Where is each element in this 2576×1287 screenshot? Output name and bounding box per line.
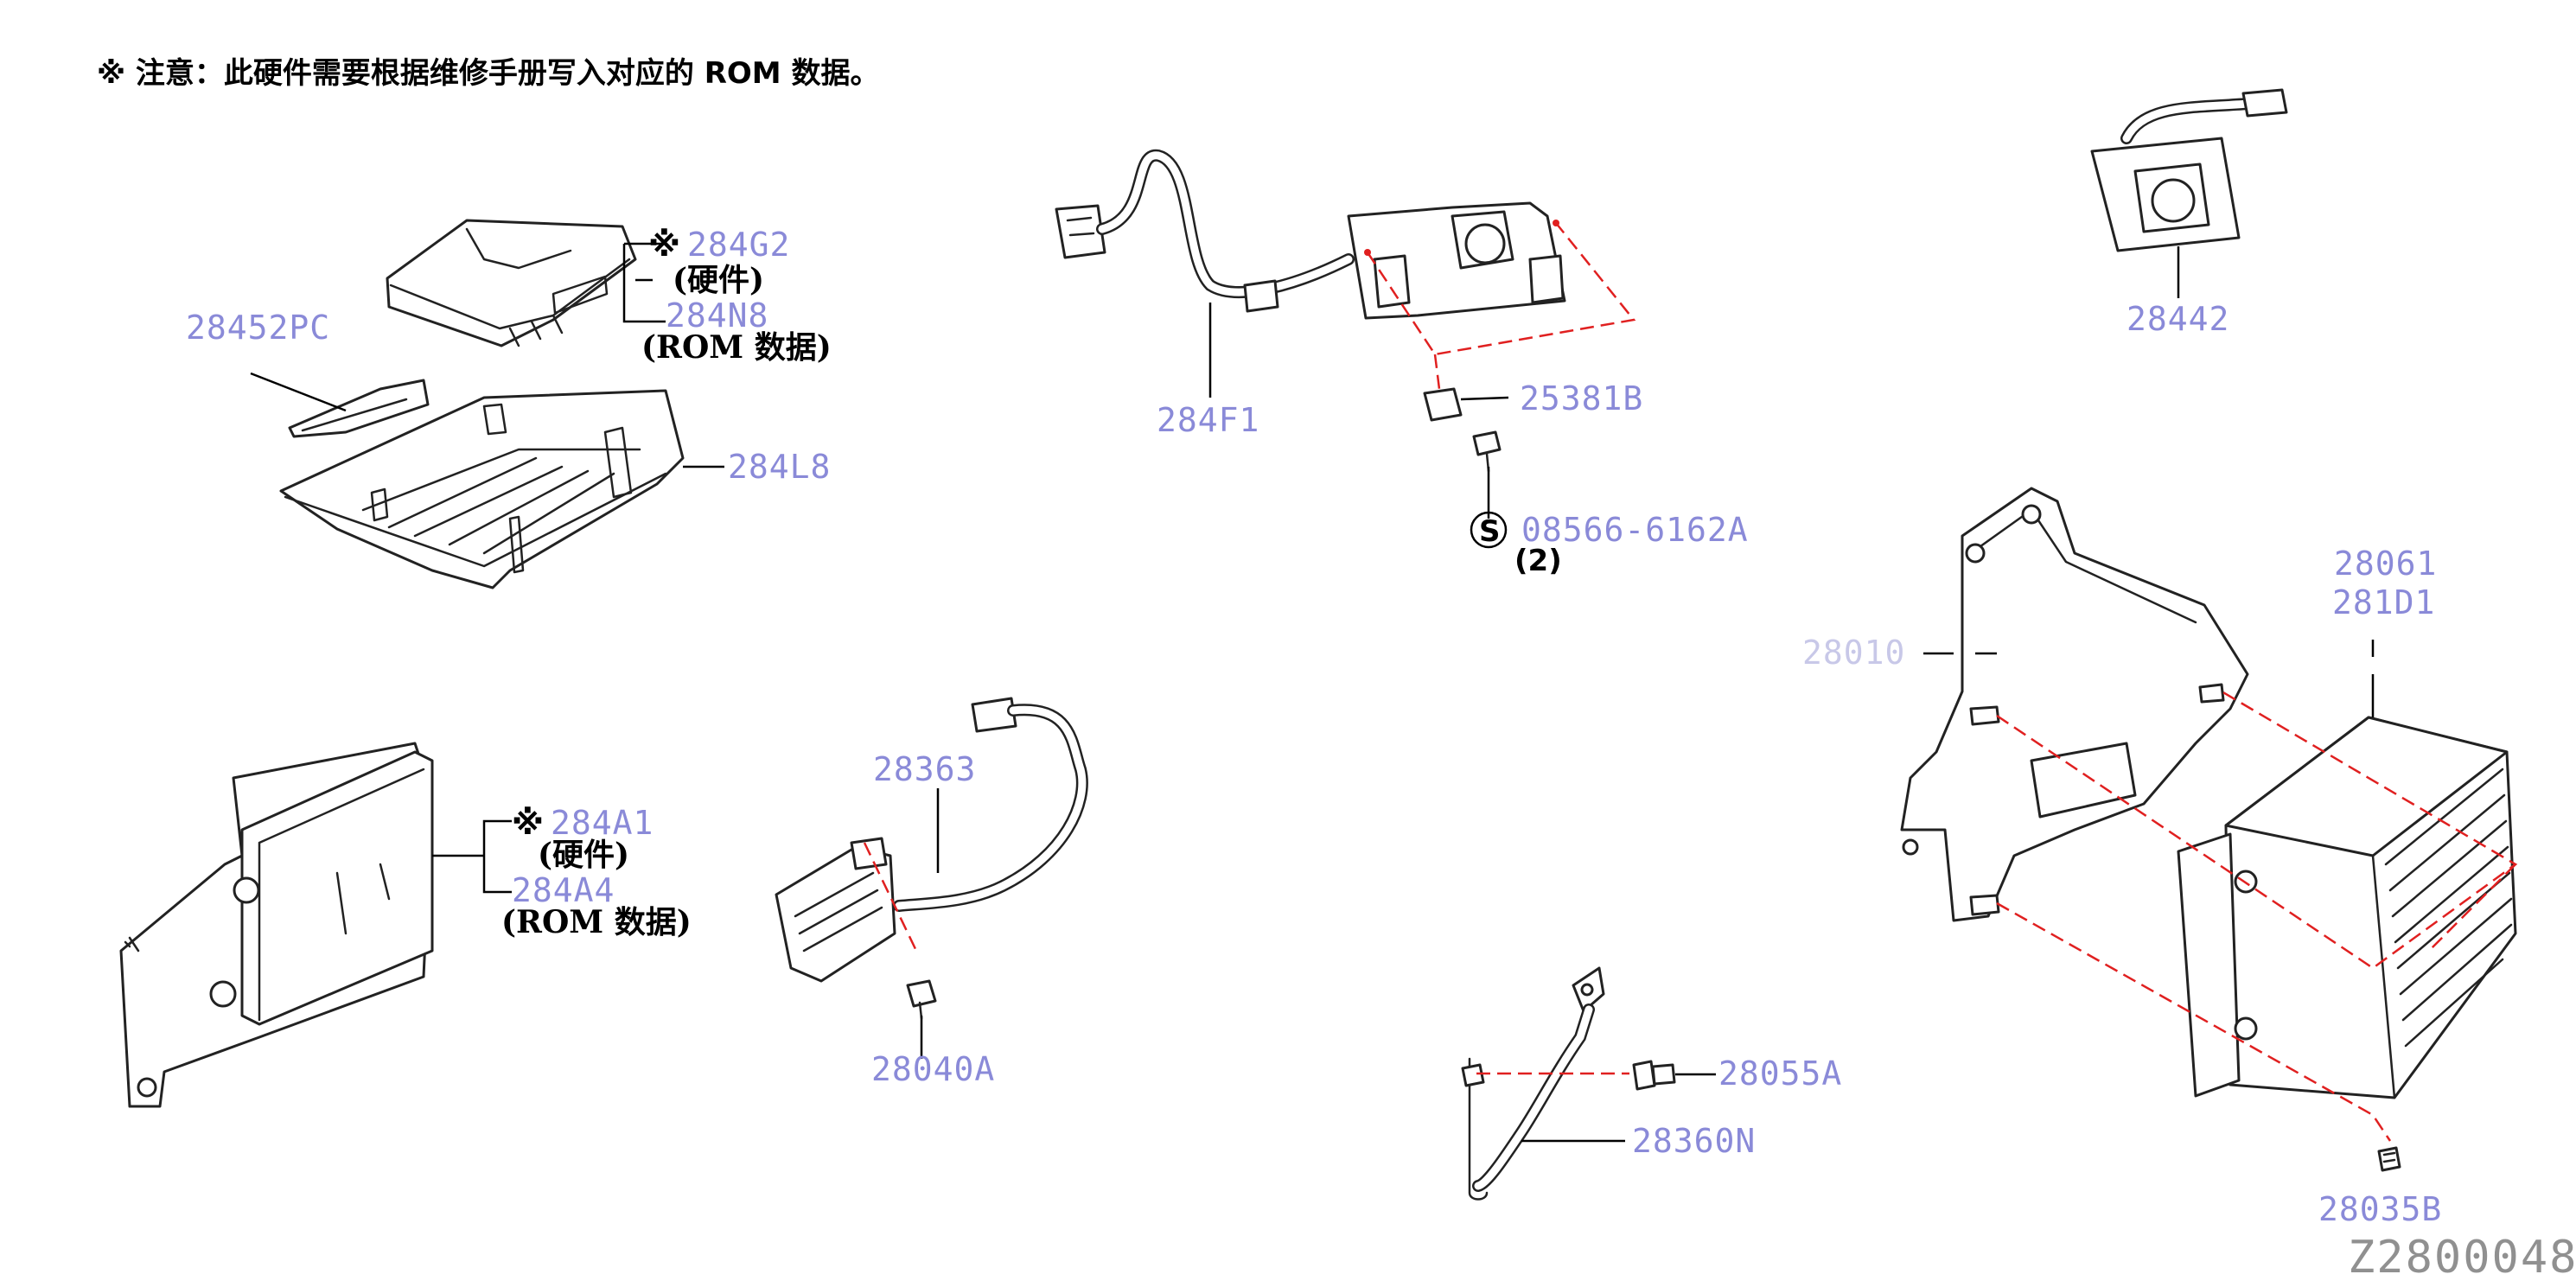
part-label-28360n[interactable]: 28360N	[1632, 1122, 1756, 1160]
screw-08566-6162a	[1470, 430, 1508, 549]
asterisk-284a1: ※	[512, 804, 544, 842]
asterisk-284g2: ※	[648, 226, 680, 264]
notice-text: ※ 注意：此硬件需要根据维修手册写入对应的 ROM 数据。	[97, 56, 879, 91]
ecu-module-284a1	[119, 742, 434, 1108]
part-label-284a4[interactable]: 284A4	[512, 871, 615, 909]
bolt-28055a	[1632, 1060, 1716, 1091]
bracket-284l8	[279, 389, 685, 589]
leader-lines-top-left	[250, 242, 724, 468]
part-label-28452pc[interactable]: 28452PC	[186, 309, 330, 347]
part-label-28061[interactable]: 28061	[2334, 545, 2437, 583]
ground-cable-28360n	[1461, 966, 1625, 1201]
guide-amp-upper	[1996, 690, 2518, 970]
ecu-module-284g2	[386, 219, 637, 347]
screw-symbol: S	[1479, 514, 1501, 549]
diagram-code: Z2800048	[2348, 1232, 2576, 1283]
part-label-28035b[interactable]: 28035B	[2318, 1190, 2442, 1228]
guide-camera-bracket	[1366, 222, 1636, 356]
part-label-08566-6162a[interactable]: 08566-6162A	[1521, 511, 1749, 549]
hardware-note-284g2: (硬件)	[673, 262, 764, 298]
part-label-284a1[interactable]: 284A1	[551, 804, 654, 842]
part-label-284l8[interactable]: 284L8	[728, 448, 831, 486]
rom-note-284a4: (ROM 数据)	[501, 904, 692, 940]
leader-lines-mid-left	[432, 819, 512, 894]
clip-28035b	[2377, 1146, 2401, 1172]
quantity-2: (2)	[1514, 544, 1562, 578]
part-label-284g2[interactable]: 284G2	[687, 226, 790, 264]
part-label-28055a[interactable]: 28055A	[1718, 1054, 1842, 1093]
camera-bracket	[1347, 201, 1566, 320]
hardware-note-284a1: (硬件)	[538, 837, 629, 873]
switch-harness-28363	[775, 697, 1088, 983]
camera-harness-284f1	[1055, 149, 1355, 398]
camera-28442	[2090, 88, 2288, 298]
part-label-28363[interactable]: 28363	[873, 750, 976, 788]
part-label-284n8[interactable]: 284N8	[666, 296, 768, 334]
part-label-284f1[interactable]: 284F1	[1157, 401, 1259, 439]
guide-clip	[1433, 354, 1441, 390]
cover-28452pc	[288, 379, 430, 438]
rom-note-284n8: (ROM 数据)	[641, 329, 832, 366]
screw-28040a	[906, 979, 937, 1059]
part-label-28040a[interactable]: 28040A	[871, 1050, 995, 1088]
part-label-28442[interactable]: 28442	[2126, 300, 2229, 338]
mounting-bracket	[1900, 487, 2249, 922]
part-label-faded[interactable]: 28010	[1802, 634, 1905, 672]
part-label-281d1[interactable]: 281D1	[2332, 583, 2435, 621]
clip-25381b	[1423, 387, 1509, 422]
part-label-25381b[interactable]: 25381B	[1520, 379, 1643, 417]
